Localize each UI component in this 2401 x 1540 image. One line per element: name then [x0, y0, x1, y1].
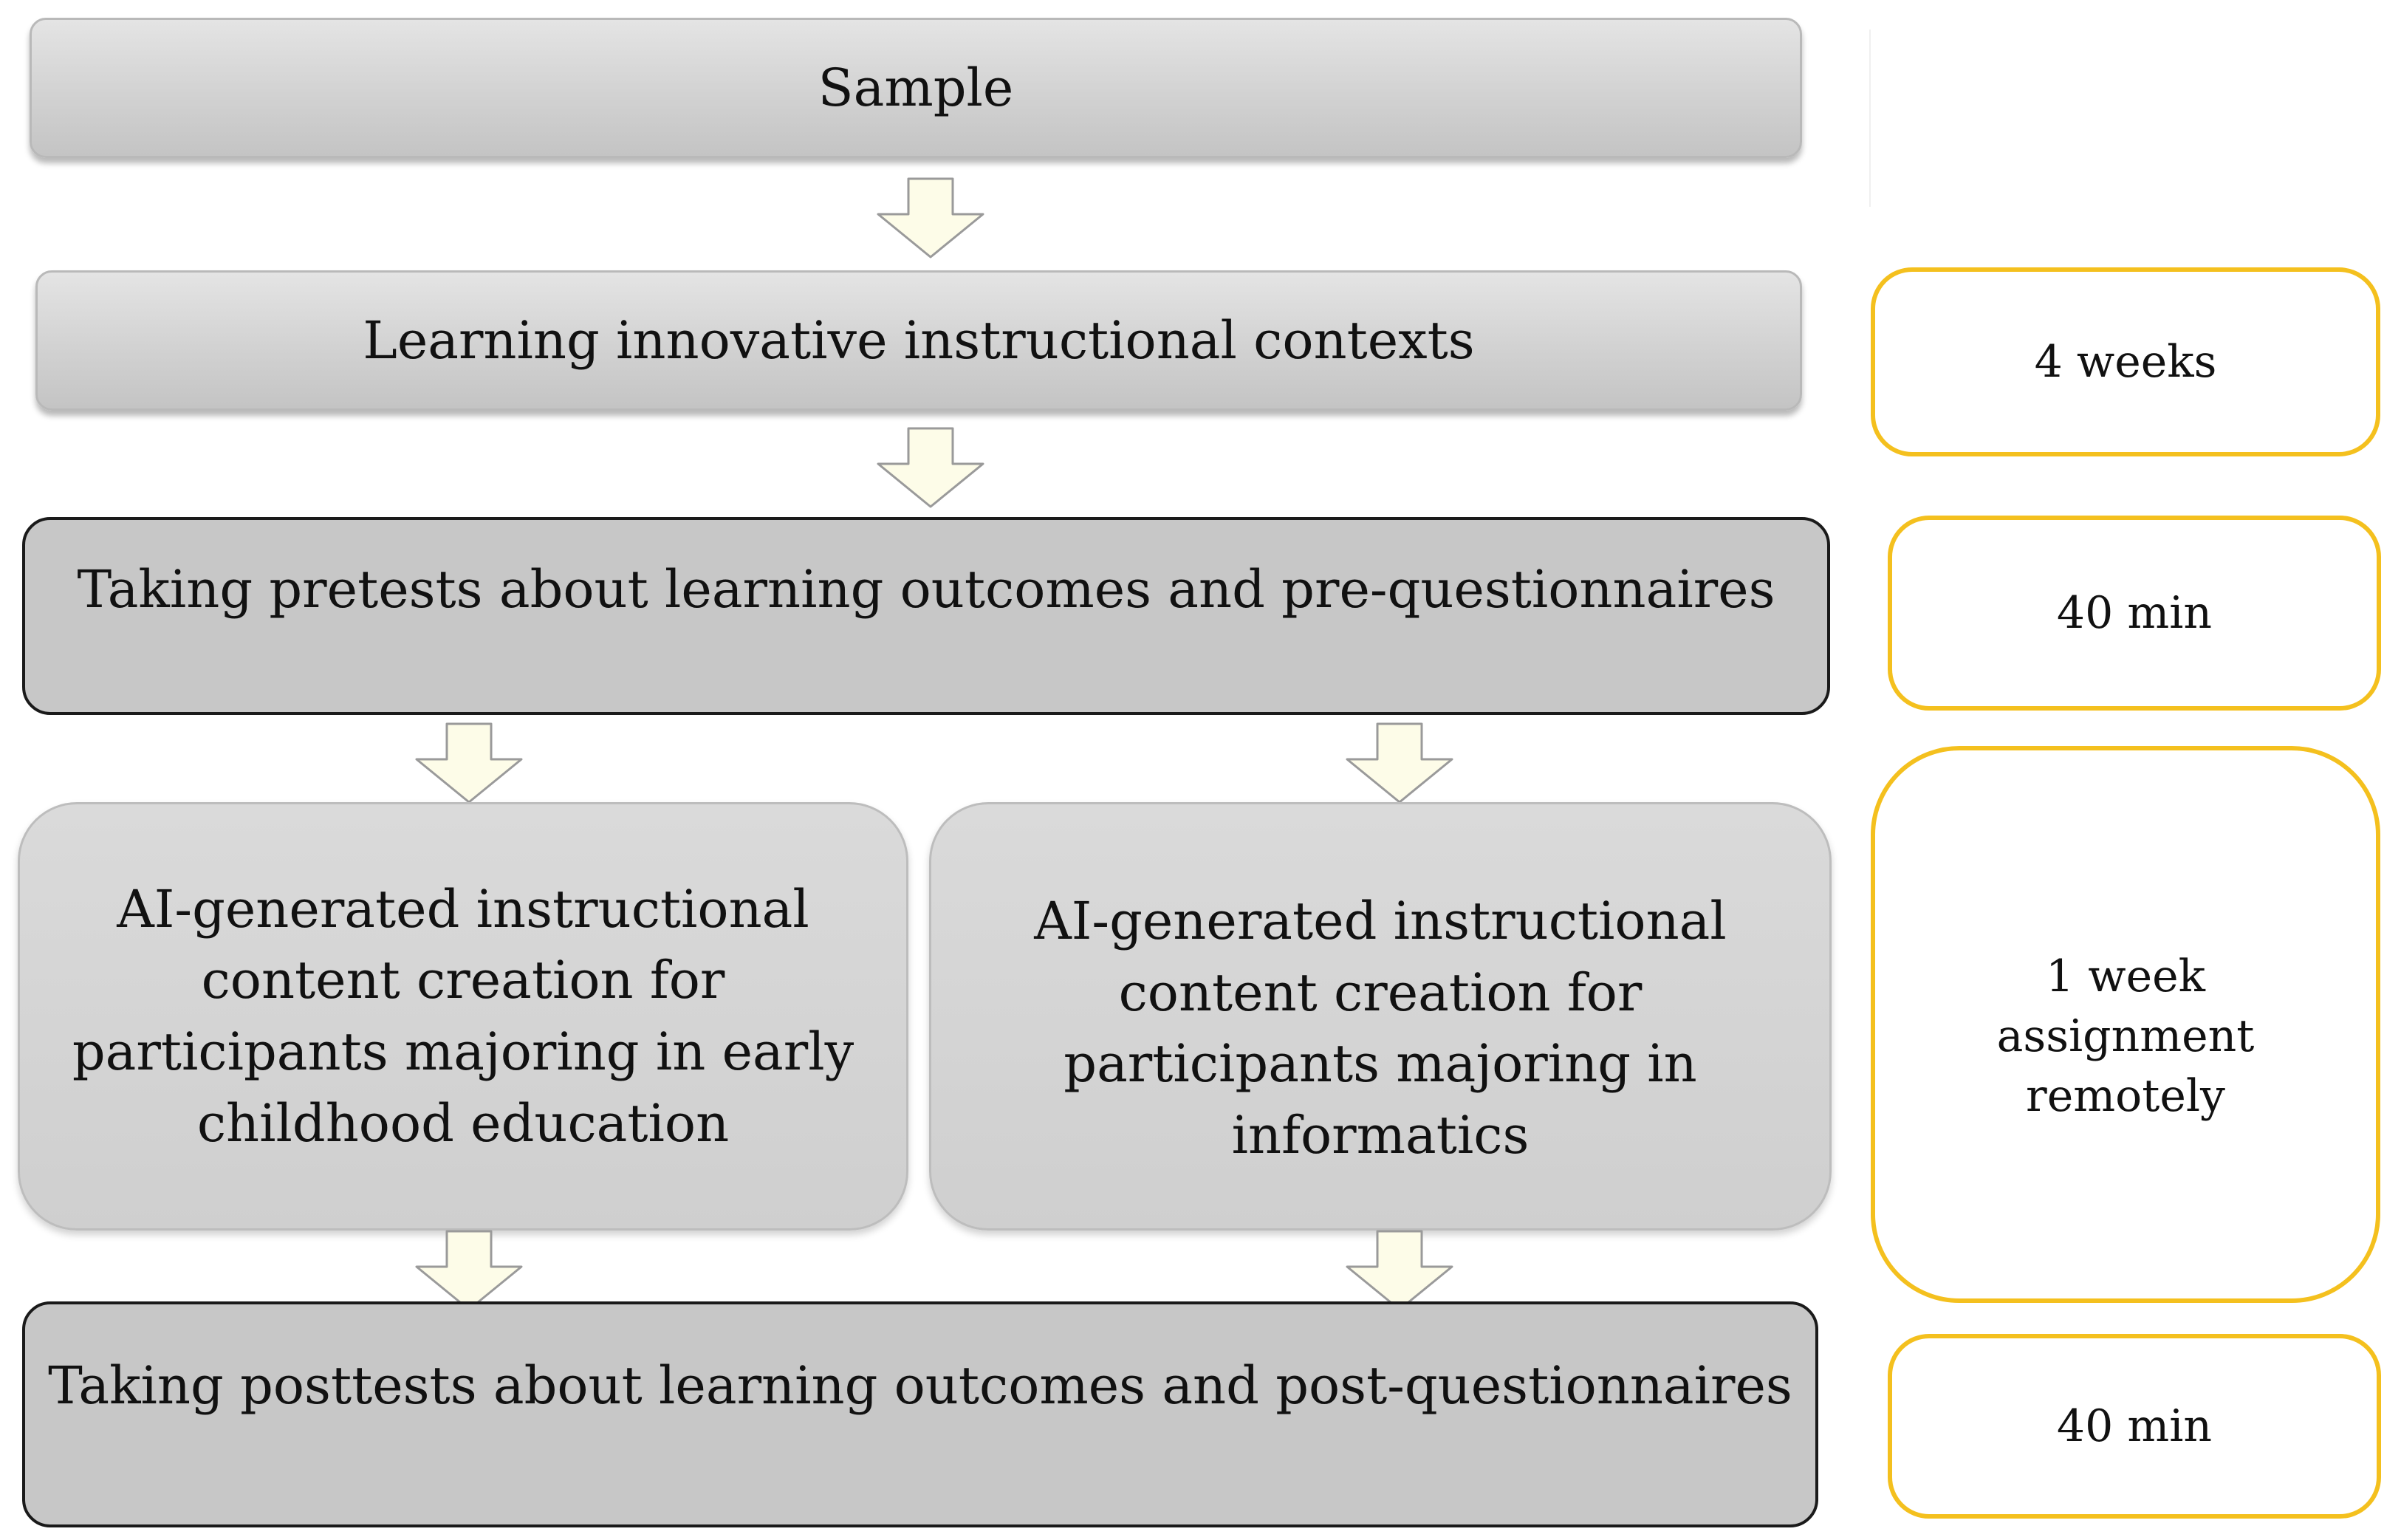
step-ai-early-childhood-label: AI-generated instructional content creat… — [72, 878, 854, 1154]
step-posttests: Taking posttests about learning outcomes… — [22, 1301, 1818, 1527]
step-pretests-label: Taking pretests about learning outcomes … — [77, 559, 1775, 620]
duration-pretests: 40 min — [1888, 516, 2381, 711]
down-arrow-icon — [877, 427, 984, 508]
duration-ai-assignment-label: 1 week assignment remotely — [1996, 951, 2255, 1122]
duration-learning-label: 4 weeks — [2034, 335, 2217, 388]
step-ai-early-childhood: AI-generated instructional content creat… — [18, 802, 908, 1231]
step-ai-informatics: AI-generated instructional content creat… — [929, 802, 1832, 1231]
step-sample-label: Sample — [818, 58, 1014, 118]
duration-learning: 4 weeks — [1871, 267, 2380, 456]
step-sample: Sample — [30, 18, 1802, 158]
duration-pretests-label: 40 min — [2056, 586, 2213, 639]
duration-ai-assignment: 1 week assignment remotely — [1871, 746, 2380, 1303]
step-ai-informatics-label: AI-generated instructional content creat… — [1034, 891, 1727, 1166]
step-posttests-label: Taking posttests about learning outcomes… — [48, 1355, 1792, 1416]
duration-posttests-label: 40 min — [2056, 1400, 2213, 1452]
down-arrow-icon — [1346, 1230, 1453, 1311]
step-pretests: Taking pretests about learning outcomes … — [22, 517, 1830, 715]
down-arrow-icon — [1346, 722, 1453, 804]
step-learning: Learning innovative instructional contex… — [35, 270, 1802, 411]
step-learning-label: Learning innovative instructional contex… — [363, 310, 1475, 371]
down-arrow-icon — [877, 177, 984, 259]
down-arrow-icon — [415, 722, 523, 804]
column-divider — [1869, 30, 1871, 207]
duration-posttests: 40 min — [1888, 1334, 2381, 1519]
down-arrow-icon — [415, 1230, 523, 1311]
